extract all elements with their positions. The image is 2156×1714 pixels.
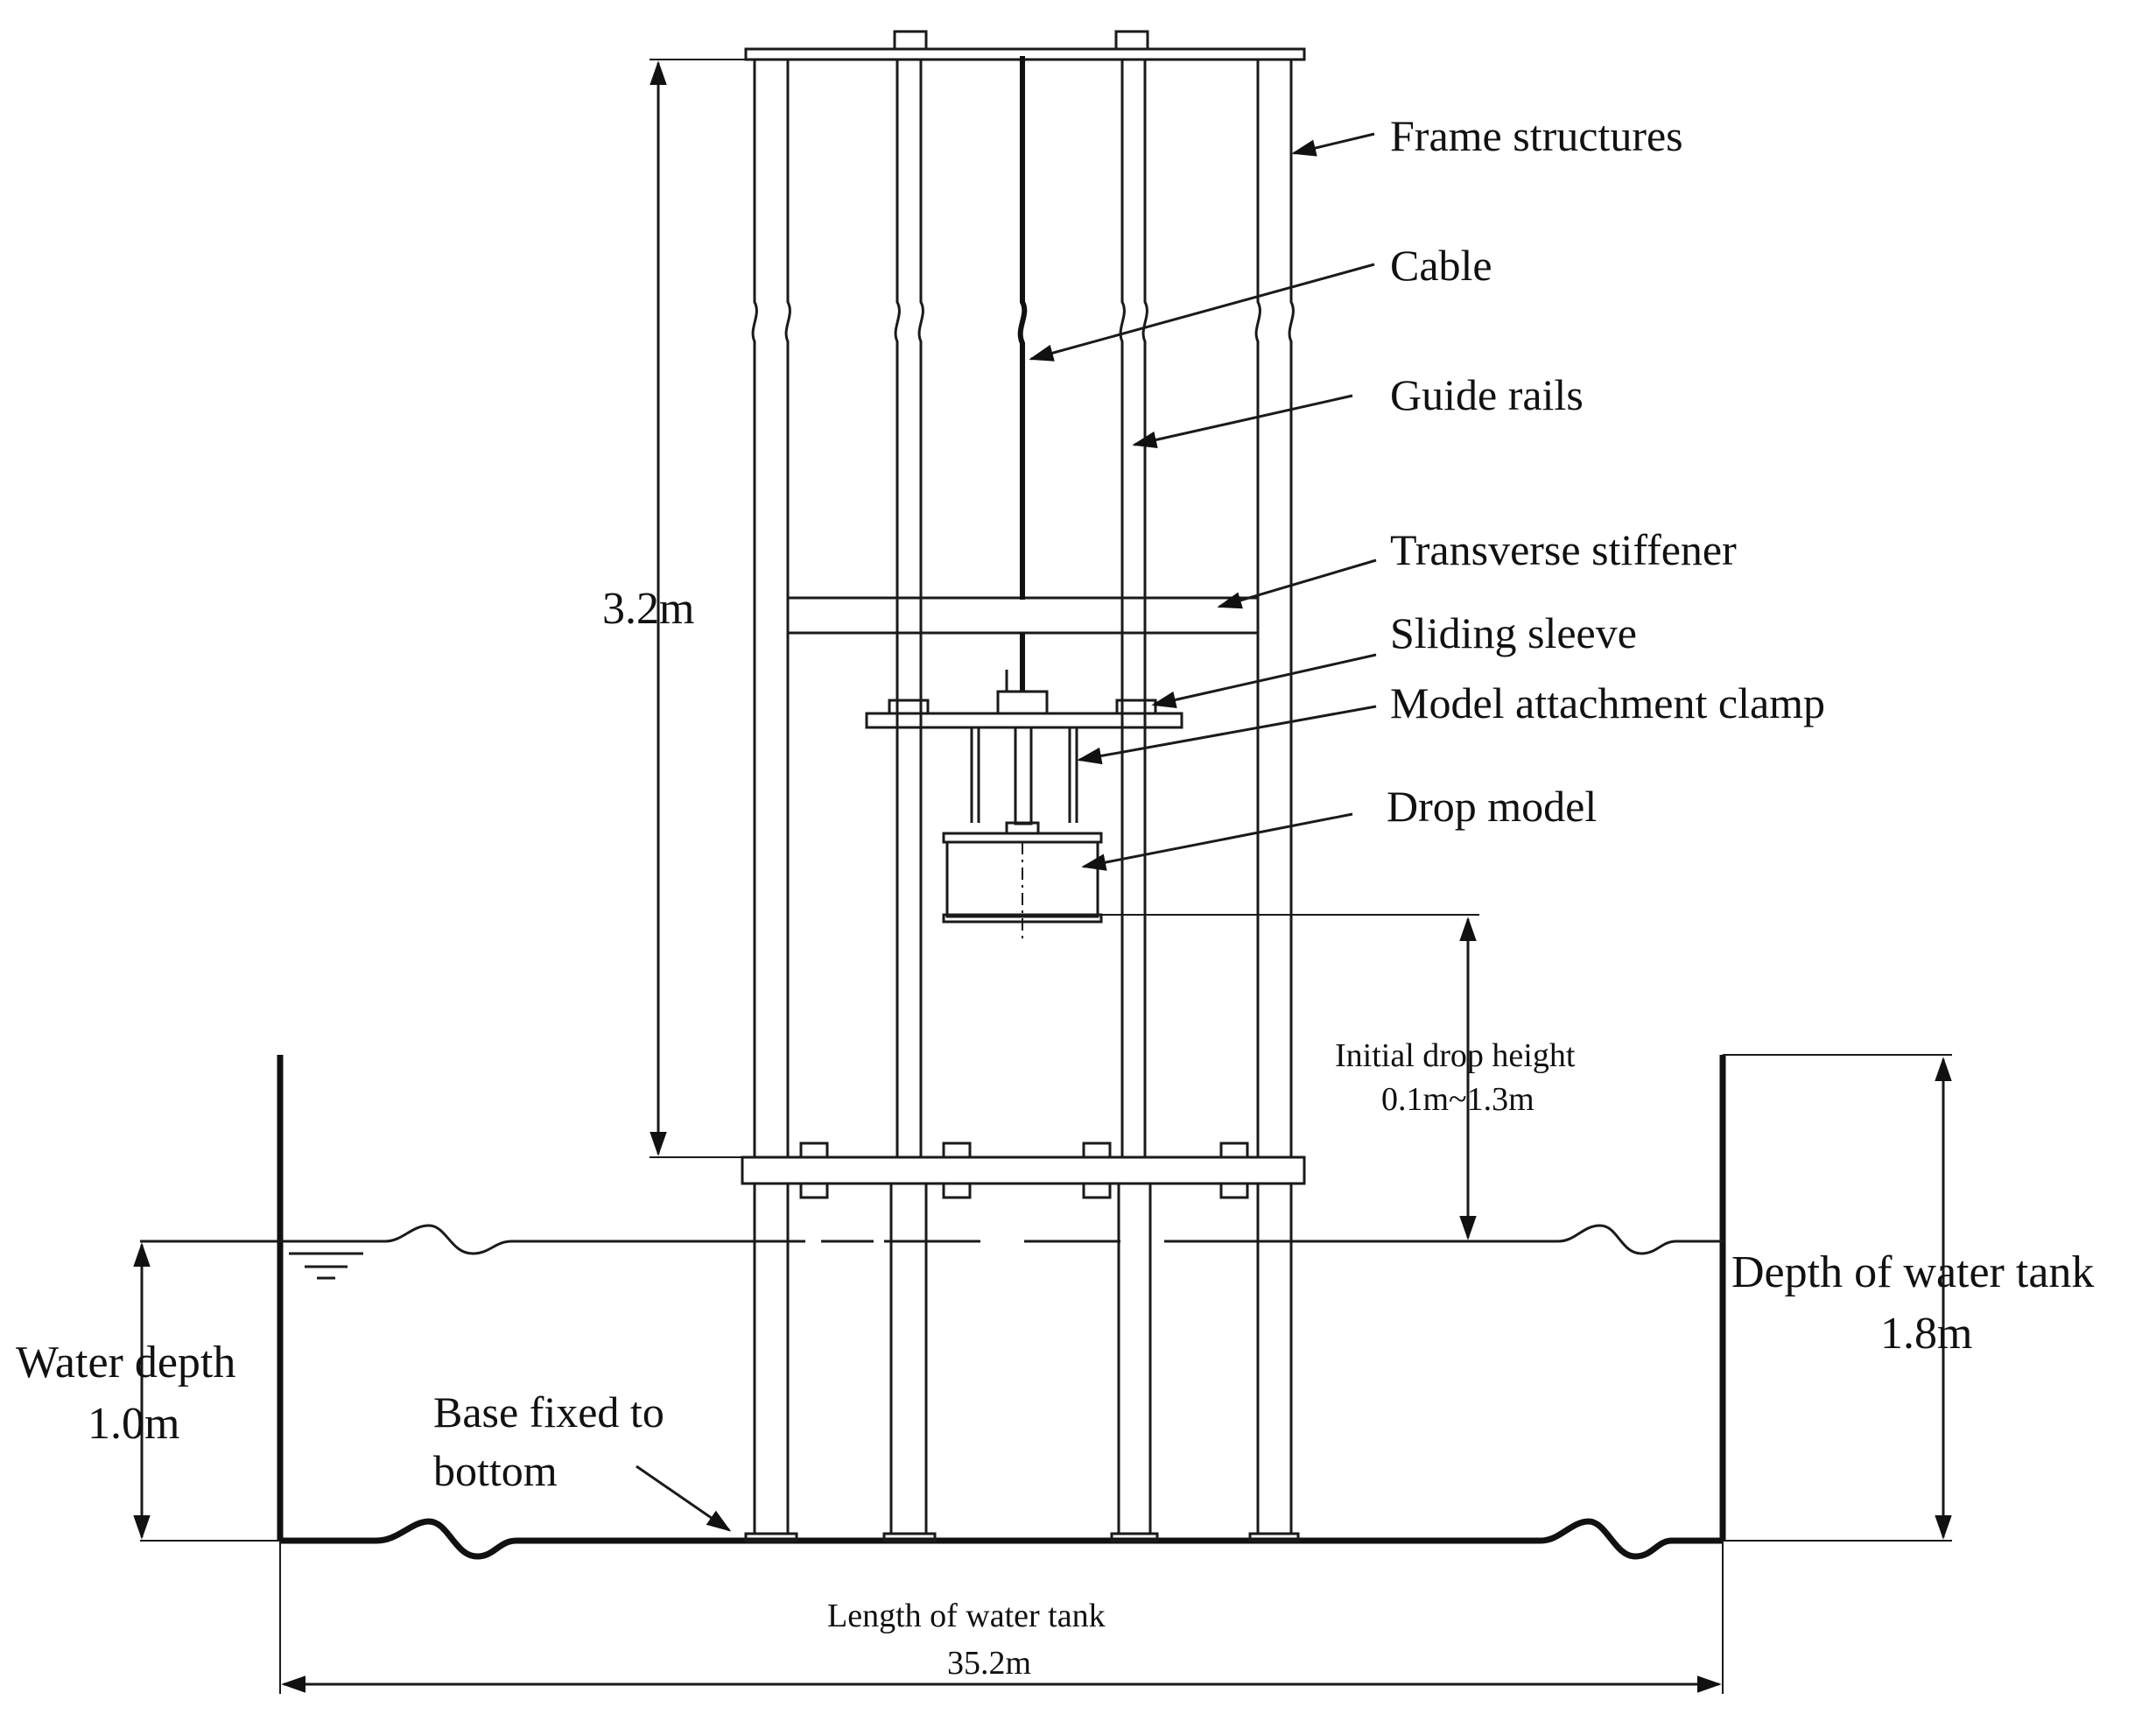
cable <box>1017 56 1028 600</box>
label-tank-length: Length of water tank <box>827 1598 1106 1634</box>
leader-arrows <box>636 132 1377 1532</box>
frame-height-dimension <box>650 59 746 1158</box>
model-attachment-clamp <box>970 670 1078 835</box>
label-base-fixed-line2: bottom <box>433 1446 558 1495</box>
label-water-depth: Water depth <box>16 1338 235 1387</box>
leg-feet <box>744 1532 1300 1542</box>
drop-model <box>942 832 1103 941</box>
arrow-guide-rails <box>1132 394 1353 449</box>
label-base-fixed-line1: Base fixed to <box>433 1387 664 1437</box>
top-bolt-left <box>893 30 928 51</box>
sleeve-left <box>888 699 930 715</box>
tank-bottom <box>280 1518 1723 1560</box>
label-initial-drop-height-range: 0.1m~1.3m <box>1381 1081 1534 1118</box>
label-initial-drop-height: Initial drop height <box>1335 1037 1576 1074</box>
sliding-plate <box>865 712 1183 729</box>
water-depth-dimension <box>133 1242 280 1542</box>
label-tank-length-value: 35.2m <box>947 1645 1031 1682</box>
outer-column-left <box>751 60 791 1157</box>
arrow-frame-structures <box>1291 132 1375 157</box>
label-drop-model: Drop model <box>1387 782 1597 831</box>
label-tank-depth: Depth of water tank <box>1731 1247 2094 1297</box>
guide-rail-right <box>1119 60 1148 1157</box>
label-sliding-sleeve: Sliding sleeve <box>1390 608 1637 657</box>
base-plate <box>741 1156 1306 1185</box>
arrow-base-fixed <box>636 1465 732 1532</box>
label-guide-rails: Guide rails <box>1390 370 1584 419</box>
arrow-sliding-sleeve <box>1151 653 1377 709</box>
top-bolt-right <box>1114 30 1149 51</box>
label-model-attachment-clamp: Model attachment clamp <box>1390 678 1825 727</box>
lower-legs <box>753 1184 1293 1534</box>
label-water-depth-value: 1.0m <box>88 1399 179 1449</box>
outer-column-right <box>1254 60 1295 1157</box>
drop-height-dimension <box>1101 914 1479 1240</box>
label-transverse-stiffener: Transverse stiffener <box>1390 525 1737 574</box>
arrow-model-attachment-clamp <box>1077 705 1377 765</box>
tank-depth-dimension <box>1723 1054 1952 1542</box>
frame-structure <box>741 30 1306 1542</box>
water-level-symbol <box>289 1252 363 1280</box>
tank-length-dimension <box>279 1541 1724 1694</box>
arrow-transverse-stiffener <box>1217 558 1377 609</box>
label-frame-height: 3.2m <box>602 584 694 634</box>
guide-rail-left <box>894 60 924 1157</box>
water-tank <box>277 1055 1726 1560</box>
arrow-drop-model <box>1081 812 1353 871</box>
label-tank-depth-value: 1.8m <box>1880 1309 1972 1359</box>
label-cable: Cable <box>1390 241 1492 290</box>
water-surface <box>140 1224 1724 1280</box>
arrow-cable <box>1029 263 1375 362</box>
base-bolts <box>799 1141 1249 1199</box>
label-frame-structures: Frame structures <box>1390 111 1683 160</box>
transverse-stiffener <box>786 596 1260 635</box>
